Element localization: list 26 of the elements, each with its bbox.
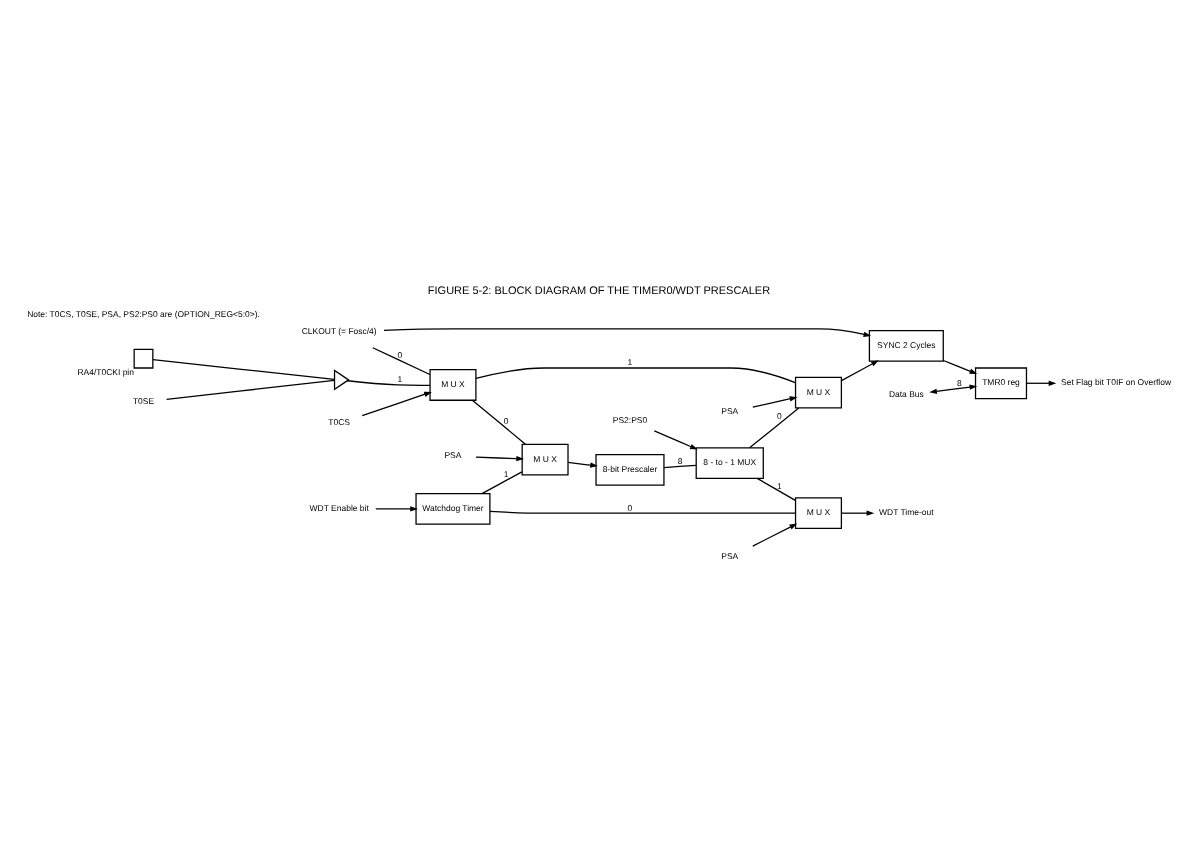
arrow [475, 454, 524, 461]
connector [152, 357, 335, 380]
connector [346, 379, 431, 386]
arrow [752, 522, 798, 546]
arrow [840, 509, 875, 515]
arrow [653, 429, 698, 449]
arrow [567, 460, 598, 467]
node-box [133, 347, 154, 368]
connector [471, 398, 527, 444]
arrow [929, 383, 978, 394]
arrow [1026, 379, 1057, 385]
connector [372, 346, 431, 375]
connector [475, 366, 796, 383]
arrow [840, 359, 879, 381]
node-gate [333, 368, 350, 390]
arrow [942, 358, 978, 374]
arrow [383, 327, 872, 336]
connector [756, 476, 796, 500]
arrow [752, 395, 798, 407]
arrow [375, 505, 418, 511]
connector [663, 463, 697, 468]
connector [749, 406, 800, 448]
connector [481, 470, 523, 494]
connector [489, 509, 797, 513]
connector [165, 378, 335, 400]
arrow [361, 390, 432, 416]
